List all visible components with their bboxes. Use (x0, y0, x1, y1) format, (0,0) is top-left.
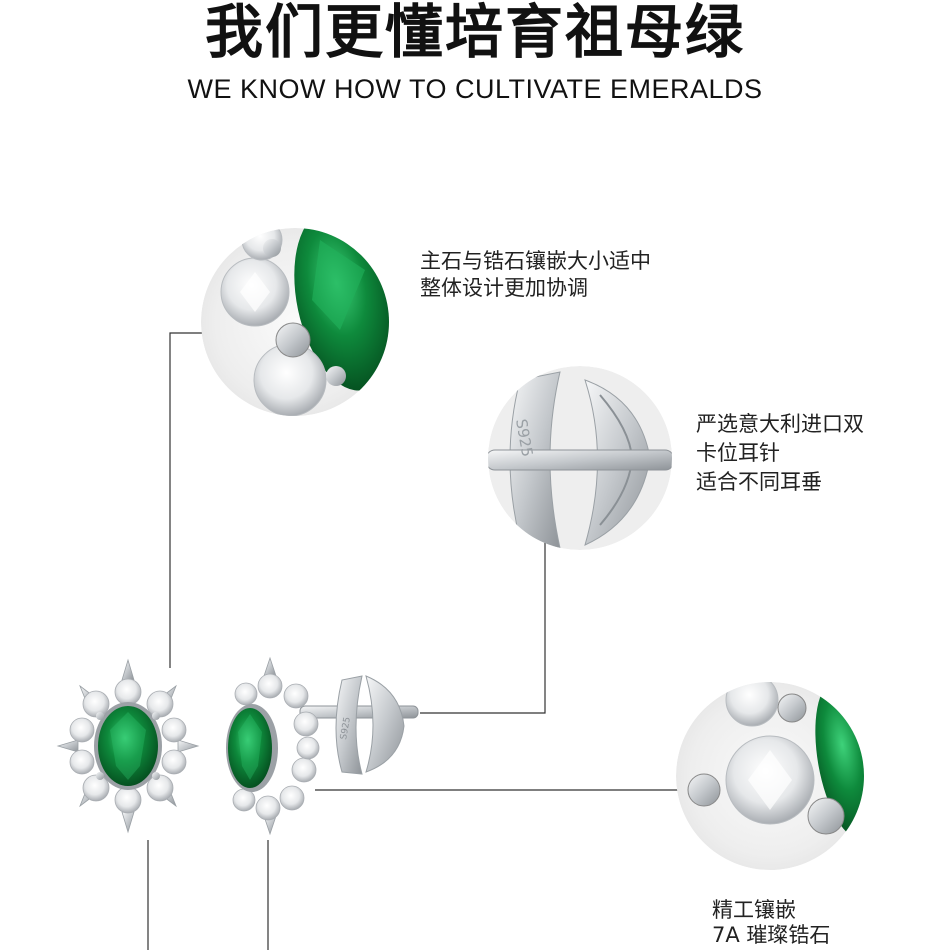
zoom-craftsmanship (676, 682, 864, 870)
caption-craft: 精工镶嵌 7A 璀璨锆石 (712, 898, 830, 948)
stamp-text-small: S925 (339, 716, 353, 740)
caption-line: 精工镶嵌 (712, 898, 796, 922)
earring-side-view: S925 (226, 656, 419, 836)
caption-line: 整体设计更加协调 (420, 276, 588, 300)
caption-ear-pin: 严选意大利进口双 卡位耳针 适合不同耳垂 (696, 410, 864, 497)
caption-line: 卡位耳针 (696, 441, 780, 465)
caption-stone-size: 主石与锆石镶嵌大小适中 整体设计更加协调 (420, 248, 651, 302)
zoom-stone-setting (201, 228, 389, 416)
connector-lines (147, 332, 770, 950)
zoom-ear-pin: S925 (488, 366, 672, 550)
page-title: 我们更懂培育祖母绿 (204, 0, 745, 66)
caption-line: 主石与锆石镶嵌大小适中 (420, 249, 651, 273)
earring-front-view (56, 658, 200, 834)
page-subtitle: WE KNOW HOW TO CULTIVATE EMERALDS (187, 74, 763, 104)
caption-line: 适合不同耳垂 (696, 470, 822, 494)
caption-line: 7A 璀璨锆石 (712, 923, 831, 947)
caption-line: 严选意大利进口双 (696, 412, 864, 436)
